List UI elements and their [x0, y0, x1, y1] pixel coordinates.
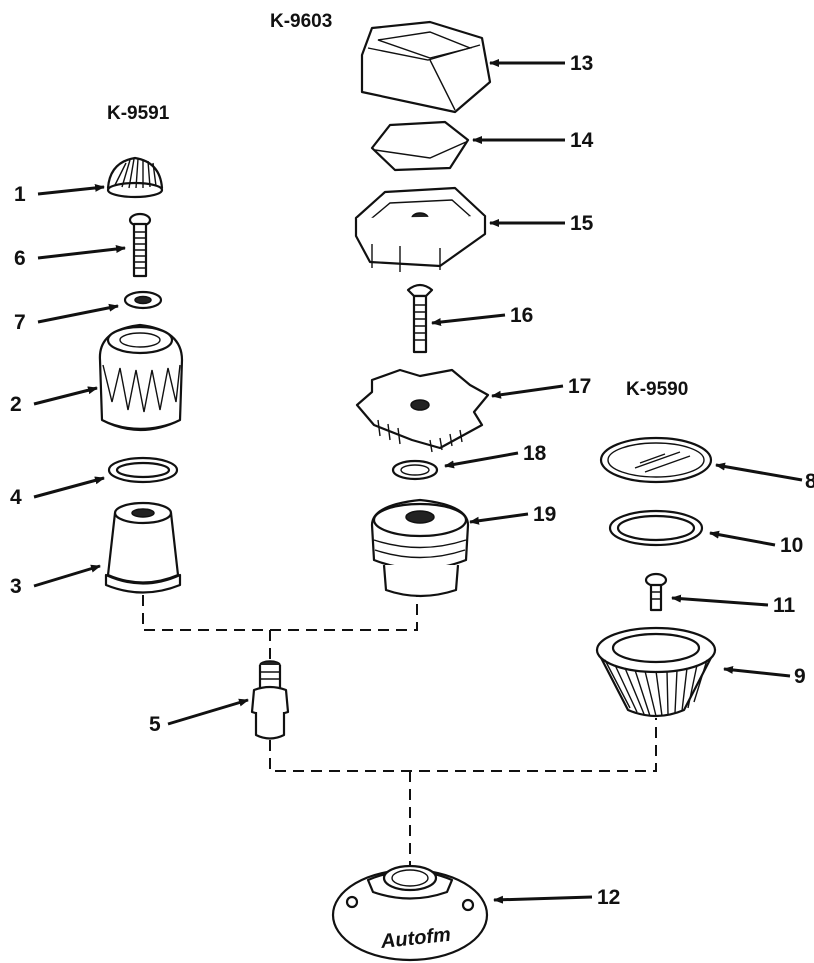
part-14-cap [370, 120, 470, 172]
callout-12: 12 [597, 886, 620, 909]
callout-8: 8 [805, 470, 814, 493]
part-10-ring [608, 509, 704, 547]
part-15-square-base [354, 186, 487, 272]
part-5-stem [250, 660, 290, 740]
part-2-handle [98, 323, 184, 432]
part-8-lens [599, 436, 713, 484]
callout-2: 2 [10, 393, 22, 416]
part-7-washer [123, 290, 163, 310]
callout-numbers: 1 6 7 2 4 3 5 13 14 15 16 17 18 19 8 10 … [10, 52, 814, 909]
callout-5: 5 [149, 713, 161, 736]
callout-11: 11 [773, 594, 796, 617]
callout-18: 18 [523, 442, 547, 465]
callout-14: 14 [570, 129, 594, 152]
callout-1: 1 [14, 183, 26, 206]
callout-13: 13 [570, 52, 593, 75]
callout-17: 17 [568, 375, 591, 398]
assembly-title-center: K-9603 [270, 11, 332, 32]
assembly-title-left: K-9591 [107, 103, 170, 124]
part-18-retaining-ring [391, 459, 439, 481]
callout-16: 16 [510, 304, 533, 327]
leader-arrows [33, 59, 803, 904]
callout-7: 7 [14, 311, 26, 334]
part-1-index-button [106, 156, 164, 199]
part-17-adapter-plate [355, 368, 490, 453]
part-9-knurled-handle [595, 626, 717, 718]
callout-3: 3 [10, 575, 22, 598]
part-3-sleeve [104, 501, 182, 594]
dashed-assembly-lines [142, 595, 657, 868]
callout-9: 9 [794, 665, 806, 688]
part-4-o-ring [107, 456, 179, 484]
part-6-screw [128, 212, 152, 278]
callout-10: 10 [780, 534, 803, 557]
callout-19: 19 [533, 503, 556, 526]
part-12-flange: Autofm [331, 864, 489, 962]
assembly-title-right: K-9590 [626, 379, 688, 400]
callout-6: 6 [14, 247, 26, 270]
part-19-valve-body [370, 498, 470, 598]
part-11-screw [644, 572, 668, 612]
part-13-bezel [360, 20, 492, 114]
part-16-screw [406, 283, 434, 354]
callout-4: 4 [10, 486, 22, 509]
callout-15: 15 [570, 212, 594, 235]
